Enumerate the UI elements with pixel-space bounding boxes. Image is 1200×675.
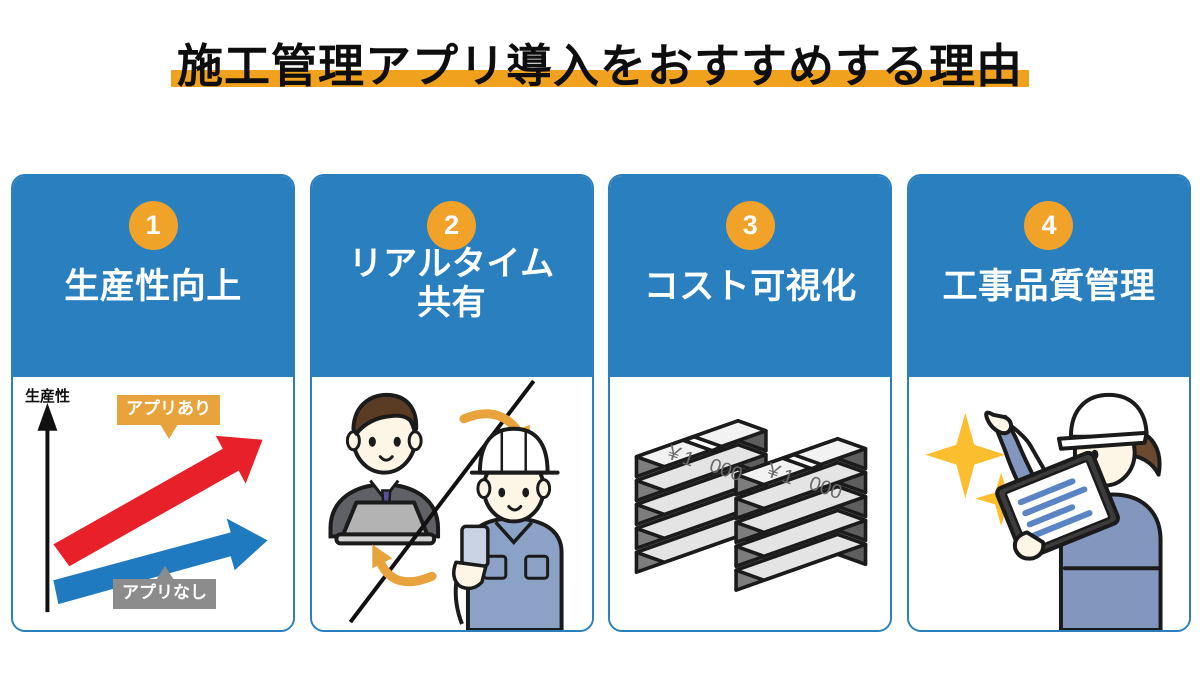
card-body-2 [311,377,592,630]
title-underline-bar [171,70,1029,88]
card-title-3: コスト可視化 [643,267,857,306]
card-number-badge-1: 1 [128,201,178,250]
chart-y-axis-label: 生産性 [25,388,71,405]
money-stacks-illustration: ￥1 000 ￥1 000 [634,419,868,592]
money-stack-right [734,436,868,592]
tag-without-app-label: アプリなし [122,583,207,602]
worker-with-tablet-icon [984,392,1163,630]
y-axis-arrow [37,402,58,613]
construction-worker-icon [451,426,564,630]
sparkle-large-icon [925,412,1006,499]
card-header-4: 4 工事品質管理 [908,176,1189,377]
realtime-sharing-illustration [328,379,564,630]
tag-with-app: アプリあり [117,395,220,439]
tag-without-app: アプリなし [113,566,216,609]
page-title: 施工管理アプリ導入をおすすめする理由 [0,26,1200,106]
reason-card-4[interactable]: 4 工事品質管理 [906,174,1191,632]
card-body-3: ￥1 000 ￥1 000 [610,377,891,630]
card-body-1: 生産性 アプリあり [13,377,293,630]
card-title-2-line1: リアルタイム [348,245,555,283]
card-header-3: 3 コスト可視化 [610,176,891,377]
quality-management-illustration [925,392,1163,630]
card-number-badge-2: 2 [427,201,477,250]
sync-arrow-up-left [371,544,437,587]
money-stack-left [634,419,769,575]
office-worker-icon [328,392,440,546]
reason-card-3[interactable]: 3 コスト可視化 [608,174,893,632]
card-title-2: リアルタイム 共有 [312,245,592,324]
page-title-text: 施工管理アプリ導入をおすすめする理由 [177,39,1023,92]
card-body-4 [908,377,1189,630]
reason-card-2[interactable]: 2 リアルタイム 共有 [309,174,594,632]
card-number-badge-3: 3 [725,201,775,250]
with-app-arrow [53,435,263,567]
card-number-badge-4: 4 [1024,201,1074,250]
card-title-1: 生産性向上 [64,267,242,306]
productivity-chart-illustration [37,402,268,613]
card-header-1: 1 生産性向上 [13,176,293,377]
reason-card-1[interactable]: 1 生産性向上 生産性 [11,174,295,632]
without-app-arrow [53,518,268,605]
card-title-4: 工事品質管理 [942,267,1156,306]
tag-pointer-down-icon [159,423,178,439]
tag-pointer-up-icon [155,566,174,580]
tag-with-app-label: アプリあり [126,399,211,418]
card-title-2-line2: 共有 [417,284,487,323]
reason-cards-row: 1 生産性向上 生産性 [11,174,1191,634]
card-header-2: 2 リアルタイム 共有 [311,176,592,377]
